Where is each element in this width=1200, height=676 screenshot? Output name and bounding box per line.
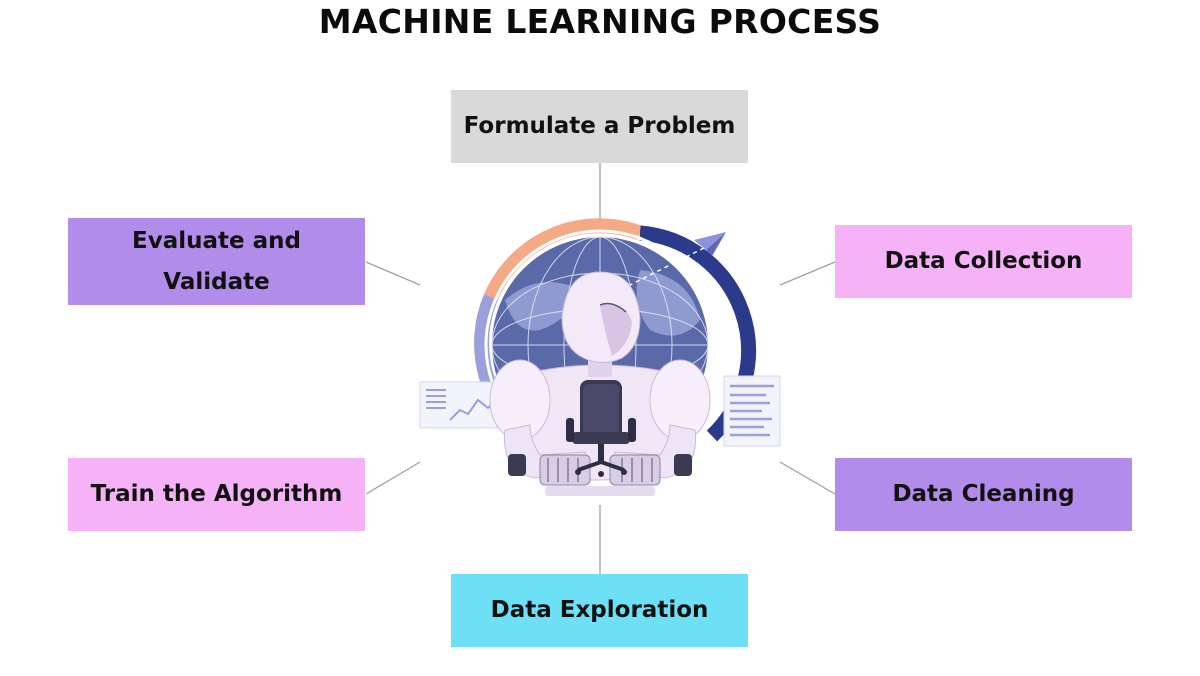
- data-table-panel-icon: [723, 375, 781, 447]
- step-data-collection: Data Collection: [835, 225, 1132, 298]
- robot-icon: [489, 271, 711, 486]
- connector-collection: [779, 261, 836, 286]
- connector-evaluate: [365, 261, 421, 286]
- diagram-title: MACHINE LEARNING PROCESS: [318, 2, 882, 41]
- flight-path: [599, 244, 711, 301]
- step-label: Data Exploration: [490, 597, 709, 623]
- step-label: Train the Algorithm: [90, 481, 343, 507]
- dashboard-panel-icon: [419, 381, 503, 429]
- step-train-algorithm: Train the Algorithm: [68, 458, 365, 531]
- step-label: Data Cleaning: [892, 481, 1075, 507]
- step-label: Evaluate and Validate: [132, 227, 301, 295]
- keyboard-shadow: [545, 486, 655, 496]
- step-evaluate-validate: Evaluate and Validate: [68, 218, 365, 305]
- step-data-cleaning: Data Cleaning: [835, 458, 1132, 531]
- step-label: Formulate a Problem: [463, 113, 736, 139]
- connector-cleaning: [779, 461, 836, 495]
- step-formulate-problem: Formulate a Problem: [451, 90, 748, 163]
- paper-plane-icon: [694, 232, 726, 256]
- connector-train: [365, 461, 421, 495]
- office-chair-icon: [566, 380, 636, 477]
- ring-orange-segment: [484, 218, 643, 301]
- step-data-exploration: Data Exploration: [451, 574, 748, 647]
- step-label: Data Collection: [884, 248, 1083, 274]
